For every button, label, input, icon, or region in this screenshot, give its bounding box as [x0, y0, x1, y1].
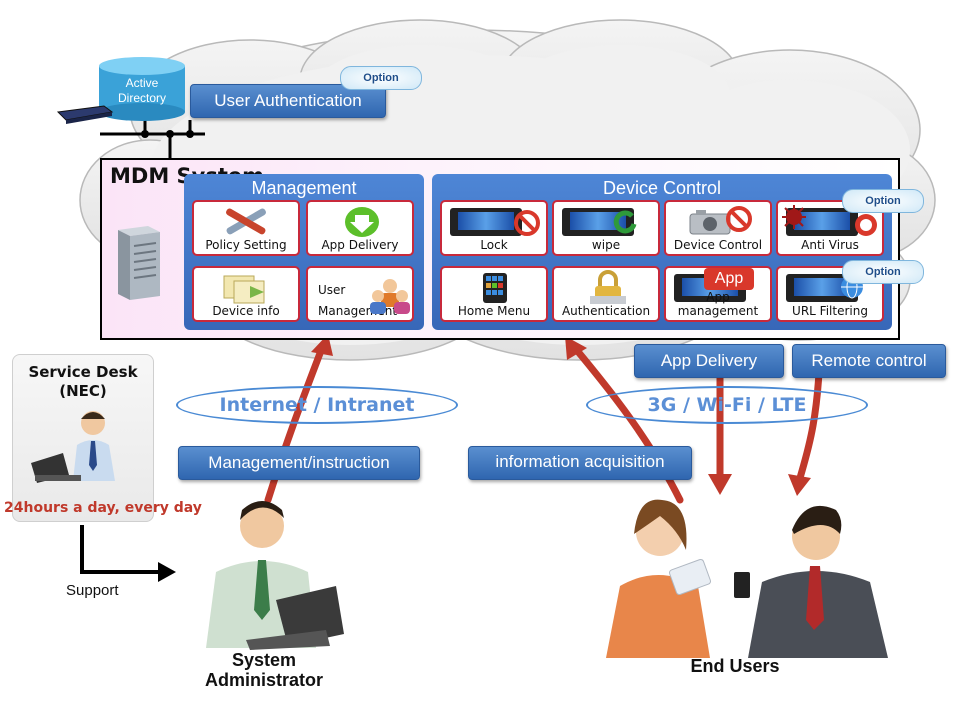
router-icon: [56, 105, 114, 124]
database-icon: [99, 57, 185, 121]
support-arrow: [80, 525, 160, 574]
service-desk-hours: 24hours a day, every day: [4, 500, 202, 516]
management-title: Management: [251, 178, 357, 198]
shield-icon: [855, 214, 877, 236]
tile-label: URL Filtering: [792, 304, 868, 318]
remote-control-label: Remote control: [792, 344, 946, 378]
tile-label: Home Menu: [457, 304, 531, 318]
tools-icon: [226, 208, 266, 235]
tile-wipe[interactable]: wipe: [552, 200, 660, 256]
user-auth-option-badge: Option: [340, 66, 422, 90]
end-users-label: End Users: [690, 656, 780, 676]
tile-label: Authentication: [561, 304, 651, 318]
download-arrow-icon: [345, 207, 379, 237]
tile-policy-setting[interactable]: Policy Setting: [192, 200, 300, 256]
tile-label: wipe: [591, 238, 621, 252]
information-acquisition-label: information acquisition: [468, 446, 692, 480]
prohibited-icon: [514, 210, 540, 236]
documents-icon: [223, 275, 265, 304]
system-administrator-line2: Administrator: [204, 670, 323, 690]
phone-icon: [450, 208, 522, 236]
lock-icon: [590, 270, 626, 304]
tile-label: User Management: [318, 283, 398, 318]
service-desk-title: Service Desk: [28, 363, 138, 381]
tile-app-delivery[interactable]: App Delivery: [306, 200, 414, 256]
refresh-icon: [613, 210, 637, 234]
tile-device-info[interactable]: Device info: [192, 266, 300, 322]
tile-label: App management: [677, 290, 759, 318]
virus-icon: [782, 205, 806, 229]
server-icon: [118, 226, 160, 300]
support-person-icon: [31, 411, 115, 483]
tile-lock[interactable]: Lock: [440, 200, 548, 256]
device-control-title: Device Control: [602, 178, 722, 198]
system-administrator-icon: [206, 501, 344, 650]
phone-icon: [786, 274, 858, 302]
tile-label: Lock: [480, 238, 508, 252]
smartphone-icon: [483, 273, 507, 303]
tile-url-filtering[interactable]: URL Filtering: [776, 266, 884, 322]
tile-home-menu[interactable]: Home Menu: [440, 266, 548, 322]
users-icon: [370, 279, 410, 314]
internet-intranet-ellipse: Internet / Intranet: [176, 386, 458, 424]
app-badge: App: [704, 268, 754, 290]
user-authentication-label: User Authentication: [190, 84, 386, 118]
service-desk-box: Service Desk (NEC): [12, 354, 154, 522]
camera-icon: [689, 210, 731, 235]
active-directory: Active Directory: [98, 56, 186, 122]
app-delivery-label: App Delivery: [634, 344, 784, 378]
tile-authentication[interactable]: Authentication: [552, 266, 660, 322]
tile-label: Policy Setting: [205, 238, 287, 252]
tile-label: Device Control: [673, 238, 763, 252]
tile-user-management[interactable]: User Management: [306, 266, 414, 322]
system-administrator-line1: System: [231, 650, 297, 670]
tile-label: Anti Virus: [801, 238, 859, 252]
anti-virus-option-badge: Option: [842, 189, 924, 213]
end-users-icon: [606, 499, 888, 658]
tile-device-control[interactable]: Device Control: [664, 200, 772, 256]
support-label: Support: [66, 582, 119, 599]
tile-label: Device info: [212, 304, 280, 318]
3g-wifi-lte-ellipse: 3G / Wi-Fi / LTE: [586, 386, 868, 424]
service-desk-subtitle: (NEC): [59, 382, 107, 400]
prohibited-icon: [726, 206, 752, 232]
management-instruction-label: Management/instruction: [178, 446, 420, 480]
url-filtering-option-badge: Option: [842, 260, 924, 284]
active-directory-label: Active Directory: [117, 76, 166, 105]
tile-label: App Delivery: [321, 238, 399, 252]
